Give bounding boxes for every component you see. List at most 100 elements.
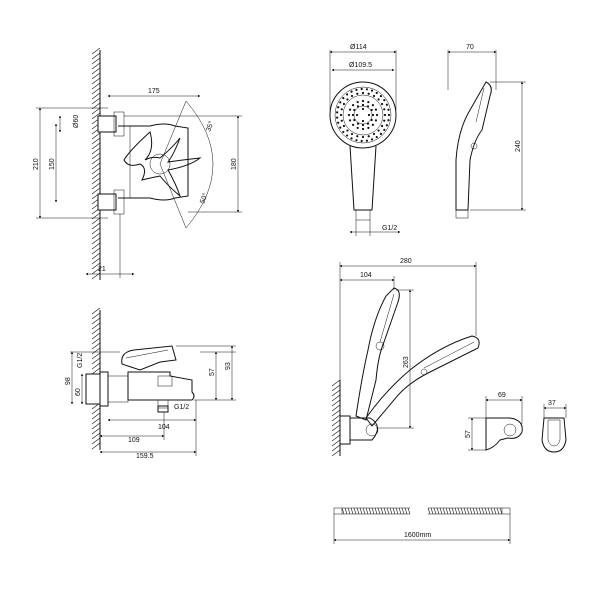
spray-nozzle-dot [370,138,374,141]
spray-nozzle-dot [374,119,378,122]
wall-hatch-line [331,414,341,422]
spray-nozzle-dot [385,103,388,106]
hose-coil [493,507,497,515]
spray-nozzle-dot [356,92,359,95]
hose-coil [469,507,473,515]
wall-hatch-line [331,444,341,452]
dim-set-263: 263 [403,356,410,368]
spray-nozzle-dot [377,98,380,101]
wall-hatch-line [91,157,101,165]
spray-nozzle-dot [367,126,370,130]
wall-hatch-line [91,412,101,420]
spray-nozzle-dot [356,122,360,125]
wall-hatch-line [91,332,101,340]
spray-nozzle-dot [371,113,375,117]
wall-hatch-line [91,47,101,55]
dim-180: 180 [231,158,238,170]
dim-head-g12: G1/2 [382,225,397,232]
wall-hatch-line [91,347,101,355]
dim-35deg: 35° [204,120,215,133]
wall-hatch-line [91,182,101,190]
hose-coil [499,507,503,515]
hose-coil [398,507,402,515]
hose-coil [454,507,458,515]
spray-nozzle-dot [340,119,343,122]
spray-nozzle-dot [385,124,388,127]
spray-nozzle-dot [367,113,371,117]
spray-nozzle-dot [355,139,358,142]
spray-nozzle-dot [361,107,365,111]
wall-hatch-line [91,337,101,345]
spray-nozzle-dot [346,129,349,132]
spray-nozzle-dot [370,89,374,92]
hose-coil [344,507,348,515]
dim-150: 150 [49,158,56,170]
spray-nozzle-dot [360,139,363,143]
spray-nozzle-dot [337,106,340,109]
dim-set-280: 280 [400,258,412,265]
spray-nozzle-dot [372,132,376,136]
spray-nozzle-dot [361,103,365,107]
wall-hatch-line [331,424,341,432]
spray-nozzle-dot [350,90,353,93]
wall-hatch-line [91,247,101,255]
hose-coil [383,507,387,515]
dim-50deg: 50° [198,192,209,205]
wall-hatch-line [91,312,101,320]
wall-hatch-line [91,442,101,450]
wall-hatch-line [91,147,101,155]
spray-nozzle-dot [366,122,370,125]
hose-coil [395,507,399,515]
wall-hatch-line [91,417,101,425]
hose-coil [404,507,408,515]
spray-nozzle-dot [355,113,359,117]
mixer-front-view: 175 Ø60 210 150 180 35° 50° 21 [33,47,242,280]
spray-nozzle-dot [383,128,386,131]
dim-mixer-109: 109 [128,437,140,444]
spray-nozzle-dot [383,119,386,122]
wall-hatch-line [91,87,101,95]
dim-holder-37: 37 [548,400,556,407]
dim-mixer-g12-left: G1/2 [77,353,84,368]
spray-nozzle-dot [346,98,349,101]
hose-coil [442,507,446,515]
dim-hose-length: 1600mm [404,532,431,539]
spray-nozzle-dot [340,108,343,111]
spray-nozzle-dot [365,88,369,91]
dim-210: 210 [33,158,40,170]
spray-nozzle-dot [342,130,345,134]
wall-hatch-line [91,307,101,315]
wall-hatch-line [91,427,101,435]
hose-coil [430,507,434,515]
hose-coil [439,507,443,515]
spray-nozzle-dot [374,108,378,111]
hose-coil [448,507,452,515]
hose-coil [433,507,437,515]
spray-nozzle-dot [367,135,370,138]
wall-hatch-line [91,152,101,160]
spray-nozzle-dot [387,119,390,122]
wall-hatch-line [91,317,101,325]
wall-hatch-line [91,82,101,90]
dim-mixer-60: 60 [75,388,82,396]
wall-hatch-line [91,232,101,240]
wall-hatch-line [91,357,101,365]
wall-hatch-line [91,52,101,60]
spray-nozzle-dot [367,92,370,95]
spray-nozzle-dot [365,139,369,142]
wall-hatch-line [331,404,341,412]
hose-coil [445,507,449,515]
hose-coil [484,507,488,515]
spray-nozzle-dot [350,94,354,98]
wall-hatch-front [91,47,101,280]
wall-hatch-line [91,227,101,235]
hose-coil [407,507,411,515]
wall-holder-views: 69 57 37 [465,392,567,453]
spray-nozzle-dot [361,99,365,103]
wall-hatch-line [331,389,341,397]
spray-nozzle-dot [356,100,359,104]
spray-nozzle-dot [337,121,340,124]
wall-hatch-line [91,407,101,415]
hose-coil [487,507,491,515]
hose-coil [401,507,405,515]
